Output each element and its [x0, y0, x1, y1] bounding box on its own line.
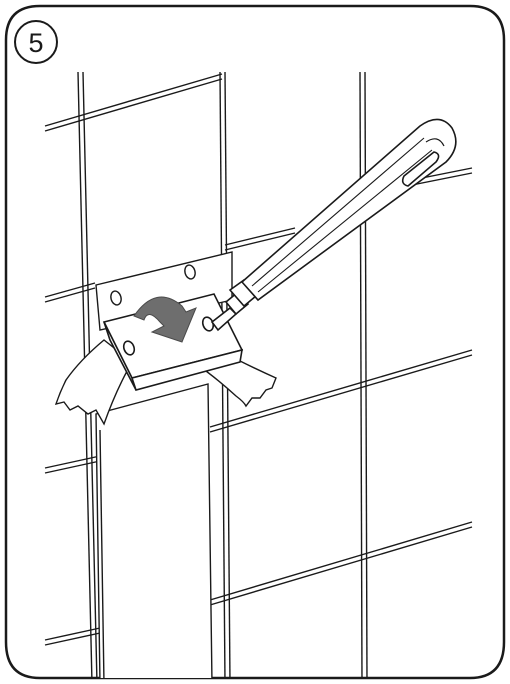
vertical-rail [95, 383, 213, 678]
screwdriver [210, 118, 457, 332]
tape-strip-left [54, 339, 133, 426]
bend-arrow [133, 296, 197, 343]
tape-strip-right [193, 359, 277, 408]
step-number-badge: 5 [14, 20, 58, 64]
arrow-body [133, 296, 197, 343]
mounting-hole [184, 264, 196, 280]
step-number: 5 [28, 28, 43, 58]
bracket-hole [122, 340, 136, 356]
panel-frame [4, 4, 506, 680]
mounting-hole [110, 290, 122, 306]
